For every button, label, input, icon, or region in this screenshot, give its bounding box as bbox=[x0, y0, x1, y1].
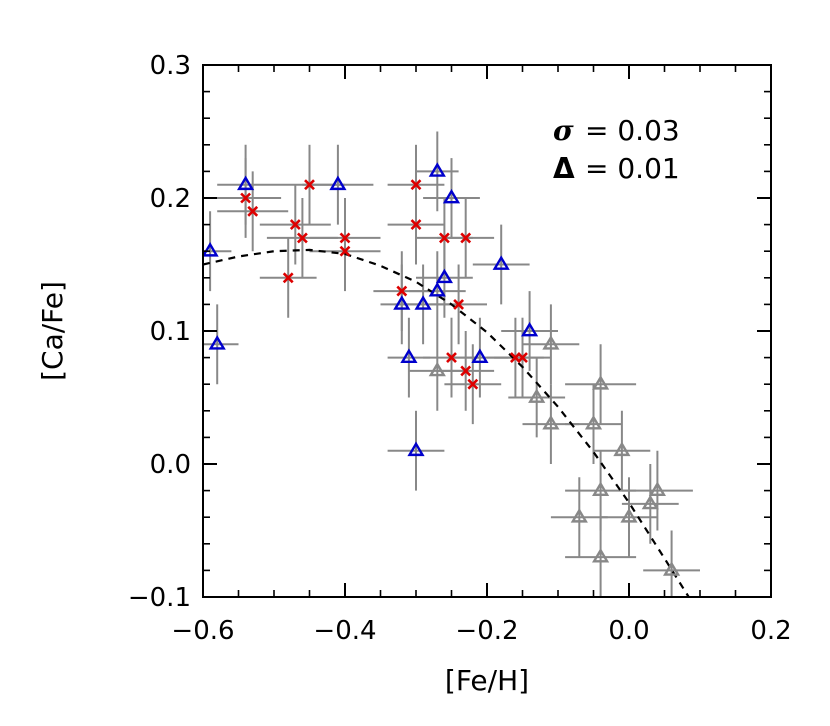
blue-triangle-point bbox=[442, 188, 461, 204]
cross-stroke bbox=[282, 272, 294, 284]
gray-triangle-point bbox=[662, 561, 681, 576]
red-cross-point bbox=[467, 378, 479, 390]
red-cross-point bbox=[289, 219, 301, 231]
x-tick-label: −0.6 bbox=[171, 616, 234, 646]
red-cross-point bbox=[446, 352, 457, 364]
gray-triangle-point bbox=[620, 508, 638, 523]
gray-triangle-point bbox=[542, 335, 560, 350]
red-cross-point bbox=[517, 352, 528, 364]
red-cross-point bbox=[460, 232, 472, 244]
red-cross-point bbox=[410, 219, 422, 231]
cross-stroke bbox=[396, 285, 408, 297]
gray-triangle-point bbox=[428, 361, 446, 377]
blue-triangle-point bbox=[428, 162, 446, 177]
gray-triangle-point bbox=[641, 494, 659, 510]
annotation-symbol: Δ bbox=[553, 152, 575, 185]
cross-stroke bbox=[438, 232, 450, 244]
annotation-symbol: σ bbox=[553, 114, 574, 147]
cross-stroke bbox=[517, 352, 528, 364]
red-cross-point bbox=[410, 179, 422, 191]
blue-triangle-point bbox=[428, 281, 446, 297]
y-tick-label: 0.2 bbox=[150, 184, 191, 214]
x-tick-label: 0.2 bbox=[750, 616, 791, 646]
gray-triangle-point bbox=[591, 481, 610, 496]
cross-stroke bbox=[240, 192, 252, 204]
plot-frame bbox=[202, 64, 772, 598]
cross-stroke bbox=[453, 298, 465, 310]
blue-triangle-point bbox=[471, 348, 489, 363]
blue-triangle-point bbox=[393, 295, 411, 310]
blue-triangle-point bbox=[208, 335, 226, 350]
red-cross-point bbox=[453, 298, 465, 310]
red-cross-point bbox=[460, 365, 472, 377]
blue-triangle-point bbox=[435, 268, 454, 284]
red-cross-point bbox=[240, 192, 252, 204]
red-cross-point bbox=[438, 232, 450, 244]
markers-layer bbox=[203, 162, 681, 576]
y-tick-label: 0.3 bbox=[150, 51, 191, 81]
x-tick-label: −0.4 bbox=[313, 616, 376, 646]
cross-stroke bbox=[460, 365, 472, 377]
y-tick-label: 0.0 bbox=[150, 450, 191, 480]
cross-stroke bbox=[339, 245, 351, 257]
red-cross-point bbox=[396, 285, 408, 297]
gray-triangle-point bbox=[591, 375, 610, 390]
red-cross-point bbox=[282, 272, 294, 284]
blue-triangle-point bbox=[400, 348, 418, 363]
red-cross-point bbox=[339, 245, 351, 257]
axes-layer bbox=[202, 64, 772, 598]
gray-triangle-point bbox=[570, 508, 588, 523]
y-axis-label: [Ca/Fe] bbox=[36, 281, 69, 381]
blue-triangle-point bbox=[236, 175, 255, 191]
blue-triangle-point bbox=[492, 255, 510, 270]
x-tick-label: −0.2 bbox=[455, 616, 518, 646]
fit-curve bbox=[203, 248, 691, 597]
cross-stroke bbox=[410, 219, 422, 231]
gray-triangle-point bbox=[591, 547, 610, 563]
blue-triangle-point bbox=[520, 321, 539, 337]
cross-stroke bbox=[460, 232, 472, 244]
cross-stroke bbox=[410, 179, 422, 191]
cross-stroke bbox=[304, 179, 315, 191]
cross-stroke bbox=[339, 232, 351, 244]
gray-triangle-point bbox=[584, 414, 603, 430]
cross-stroke bbox=[296, 232, 308, 244]
annotation-value: = 0.01 bbox=[585, 152, 680, 185]
blue-triangle-point bbox=[407, 441, 425, 457]
blue-triangle-point bbox=[329, 175, 347, 191]
red-cross-point bbox=[339, 232, 351, 244]
cross-stroke bbox=[467, 378, 479, 390]
red-cross-point bbox=[304, 179, 315, 191]
labels-layer: −0.6 −0.4 −0.2 0.0 0.2 −0.1 0.0 0.1 0.2 0.3 [Fe/H]… bbox=[36, 51, 792, 697]
fit-layer bbox=[203, 248, 691, 597]
gray-triangle-point bbox=[542, 414, 560, 430]
y-tick-label: 0.1 bbox=[150, 317, 191, 347]
red-cross-point bbox=[296, 232, 308, 244]
gray-triangle-point bbox=[528, 388, 546, 403]
cross-stroke bbox=[247, 205, 259, 217]
blue-triangle-point bbox=[414, 295, 432, 310]
x-axis-label: [Fe/H] bbox=[445, 664, 529, 697]
blue-triangle-point bbox=[203, 242, 219, 257]
y-tick-label: −0.1 bbox=[128, 583, 191, 613]
gray-triangle-point bbox=[648, 481, 667, 496]
red-cross-point bbox=[247, 205, 259, 217]
cross-stroke bbox=[446, 352, 457, 364]
annotation-value: = 0.03 bbox=[585, 114, 680, 147]
cross-stroke bbox=[289, 219, 301, 231]
x-tick-label: 0.0 bbox=[608, 616, 649, 646]
gray-triangle-point bbox=[613, 441, 631, 457]
